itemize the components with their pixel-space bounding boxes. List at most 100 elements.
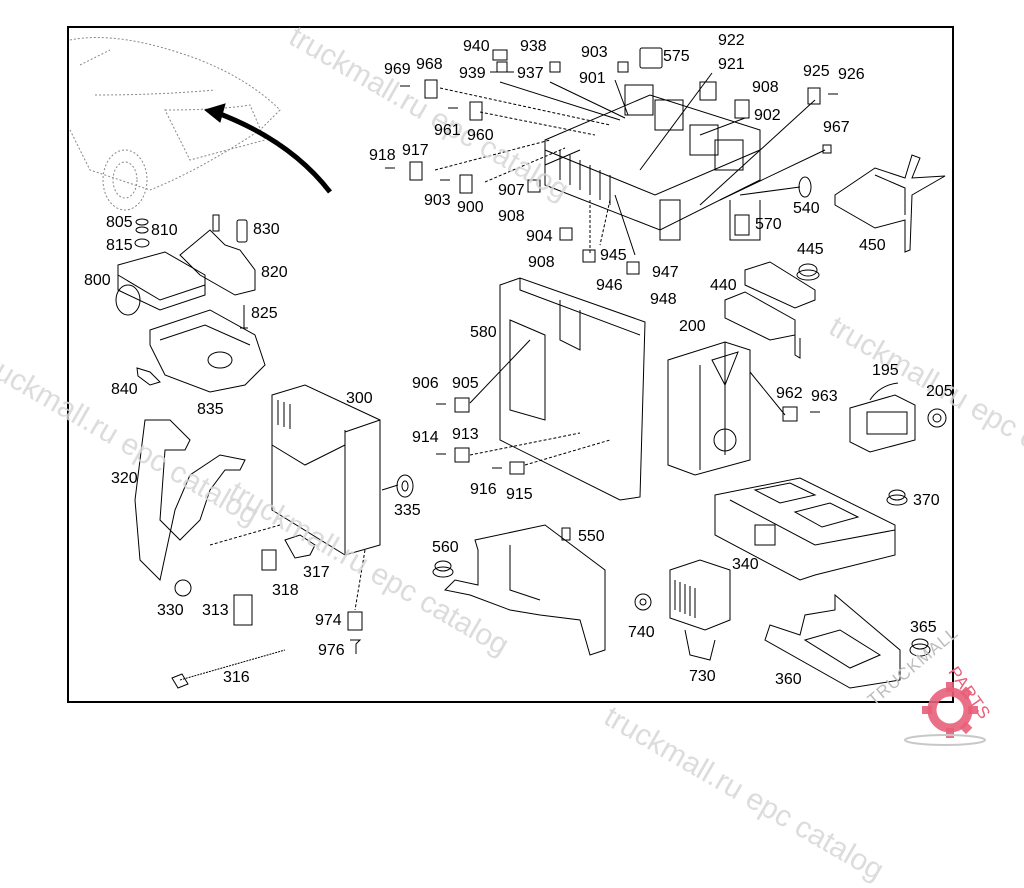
module-580 <box>499 277 646 501</box>
callout-961[interactable]: 961 <box>434 122 461 139</box>
bracket-360 <box>764 593 901 689</box>
callout-938[interactable]: 938 <box>520 38 547 55</box>
callout-908-b[interactable]: 908 <box>498 208 525 225</box>
callout-560[interactable]: 560 <box>432 539 459 556</box>
callout-805[interactable]: 805 <box>106 214 133 231</box>
callout-967[interactable]: 967 <box>823 119 850 136</box>
callout-908-c[interactable]: 908 <box>528 254 555 271</box>
callout-937[interactable]: 937 <box>517 65 544 82</box>
washers-805-815 <box>134 218 150 248</box>
callout-815[interactable]: 815 <box>106 237 133 254</box>
callout-730[interactable]: 730 <box>689 668 716 685</box>
callout-570[interactable]: 570 <box>755 216 782 233</box>
callout-316[interactable]: 316 <box>223 669 250 686</box>
housing-835 <box>149 309 266 393</box>
callout-825[interactable]: 825 <box>251 305 278 322</box>
callout-830[interactable]: 830 <box>253 221 280 238</box>
relay-box-570 <box>544 84 761 241</box>
callout-917[interactable]: 917 <box>402 142 429 159</box>
module-300 <box>271 384 381 556</box>
callout-903-b[interactable]: 903 <box>424 192 451 209</box>
callout-575[interactable]: 575 <box>663 48 690 65</box>
bracket-820 <box>179 214 256 296</box>
callout-922[interactable]: 922 <box>718 32 745 49</box>
block-318 <box>261 549 277 571</box>
callout-939[interactable]: 939 <box>459 65 486 82</box>
leader-lines-top <box>434 87 611 255</box>
callout-445[interactable]: 445 <box>797 241 824 258</box>
callout-317[interactable]: 317 <box>303 564 330 581</box>
callout-300[interactable]: 300 <box>346 390 373 407</box>
connectors-580 <box>436 397 525 475</box>
callout-925[interactable]: 925 <box>803 63 830 80</box>
callout-946[interactable]: 946 <box>596 277 623 294</box>
callout-450[interactable]: 450 <box>859 237 886 254</box>
nut-445 <box>796 263 820 281</box>
callout-318[interactable]: 318 <box>272 582 299 599</box>
callout-915[interactable]: 915 <box>506 486 533 503</box>
callout-313[interactable]: 313 <box>202 602 229 619</box>
callout-963[interactable]: 963 <box>811 388 838 405</box>
callout-945[interactable]: 945 <box>600 247 627 264</box>
callout-906[interactable]: 906 <box>412 375 439 392</box>
callout-916[interactable]: 916 <box>470 481 497 498</box>
callout-820[interactable]: 820 <box>261 264 288 281</box>
module-730 <box>669 559 731 661</box>
callout-370[interactable]: 370 <box>913 492 940 509</box>
callout-550[interactable]: 550 <box>578 528 605 545</box>
callout-835[interactable]: 835 <box>197 401 224 418</box>
callout-976[interactable]: 976 <box>318 642 345 659</box>
clip-840 <box>136 367 161 386</box>
callout-901[interactable]: 901 <box>579 70 606 87</box>
switch-313 <box>233 594 253 626</box>
callout-905[interactable]: 905 <box>452 375 479 392</box>
callout-908[interactable]: 908 <box>752 79 779 96</box>
callout-914[interactable]: 914 <box>412 429 439 446</box>
module-200 <box>667 341 751 476</box>
nut-370 <box>886 489 908 506</box>
callout-918[interactable]: 918 <box>369 147 396 164</box>
callout-948[interactable]: 948 <box>650 291 677 308</box>
callout-360[interactable]: 360 <box>775 671 802 688</box>
callout-200[interactable]: 200 <box>679 318 706 335</box>
callout-962[interactable]: 962 <box>776 385 803 402</box>
nut-365 <box>909 638 931 657</box>
module-195 <box>849 382 916 453</box>
callout-840[interactable]: 840 <box>111 381 138 398</box>
callout-926[interactable]: 926 <box>838 66 865 83</box>
callout-330[interactable]: 330 <box>157 602 184 619</box>
callout-907[interactable]: 907 <box>498 182 525 199</box>
vehicle-outline <box>69 37 281 211</box>
callout-335[interactable]: 335 <box>394 502 421 519</box>
callout-960[interactable]: 960 <box>467 127 494 144</box>
parts-line-art <box>69 37 947 689</box>
callout-580[interactable]: 580 <box>470 324 497 341</box>
nut-560 <box>432 560 454 578</box>
callout-913[interactable]: 913 <box>452 426 479 443</box>
bracket-440 <box>724 261 816 359</box>
callout-940[interactable]: 940 <box>463 38 490 55</box>
callout-365[interactable]: 365 <box>910 619 937 636</box>
callout-903[interactable]: 903 <box>581 44 608 61</box>
callout-195[interactable]: 195 <box>872 362 899 379</box>
callout-902[interactable]: 902 <box>754 107 781 124</box>
callout-340[interactable]: 340 <box>732 556 759 573</box>
bracket-550 <box>443 524 606 656</box>
callout-904[interactable]: 904 <box>526 228 553 245</box>
callout-540[interactable]: 540 <box>793 200 820 217</box>
callout-974[interactable]: 974 <box>315 612 342 629</box>
callout-968[interactable]: 968 <box>416 56 443 73</box>
callout-947[interactable]: 947 <box>652 264 679 281</box>
callout-440[interactable]: 440 <box>710 277 737 294</box>
callout-900[interactable]: 900 <box>457 199 484 216</box>
callout-205[interactable]: 205 <box>926 383 953 400</box>
connector-962-963 <box>782 406 820 422</box>
module-800 <box>115 251 206 316</box>
callout-320[interactable]: 320 <box>111 470 138 487</box>
callout-800[interactable]: 800 <box>84 272 111 289</box>
callout-810[interactable]: 810 <box>151 222 178 239</box>
callout-740[interactable]: 740 <box>628 624 655 641</box>
cable-316 <box>171 649 286 689</box>
callout-969[interactable]: 969 <box>384 61 411 78</box>
callout-921[interactable]: 921 <box>718 56 745 73</box>
